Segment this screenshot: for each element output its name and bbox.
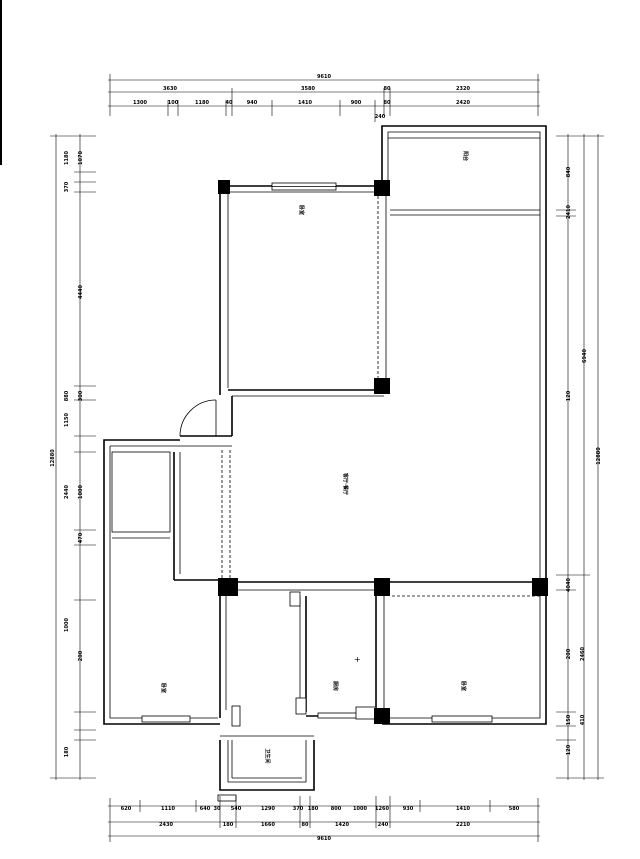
dim-left-2: 370 xyxy=(64,181,70,192)
plus-marker-icon: + xyxy=(354,655,361,664)
columns xyxy=(218,180,548,724)
dim-bot-r1-11: 930 xyxy=(403,806,414,812)
room-labels: 阳台 卧室 客厅·餐厅 卧室 卫生间 厨房 卧室 xyxy=(160,151,469,764)
dim-right-5: 2460 xyxy=(580,647,586,661)
dim-top-r3-5: 1410 xyxy=(298,100,312,106)
dim-bot-r1-8: 800 xyxy=(331,806,342,812)
dim-top-r3-8: 2420 xyxy=(456,100,470,106)
dim-left-9: 470 xyxy=(78,532,84,543)
left-dimensions: 1070 1180 370 4440 880 300 1150 1000 244… xyxy=(50,134,96,780)
room-bedroom-top: 卧室 xyxy=(298,205,305,215)
dim-left-10: 1000 xyxy=(64,618,70,632)
dim-left-4: 880 xyxy=(64,390,70,401)
dim-left-8: 2440 xyxy=(64,485,70,499)
dim-top-a: 3630 xyxy=(163,86,177,92)
dim-right-mid: 6940 xyxy=(582,349,588,363)
dim-left-3: 4440 xyxy=(78,285,84,299)
dim-bot-r1-3: 30 xyxy=(214,806,221,812)
dim-bot-r2-0: 2430 xyxy=(159,822,173,828)
dim-right-1: 2410 xyxy=(566,205,572,219)
dim-right-total: 12880 xyxy=(596,447,602,465)
dim-bot-total: 9610 xyxy=(317,836,331,842)
dim-left-0: 1070 xyxy=(78,151,84,165)
room-bedroom-bottom-left: 卧室 xyxy=(160,683,167,693)
dim-left-11: 200 xyxy=(78,650,84,661)
dim-bot-r1-13: 580 xyxy=(509,806,520,812)
dim-left-5: 300 xyxy=(78,390,84,401)
dim-bot-r1-12: 1410 xyxy=(456,806,470,812)
dim-bot-r1-4: 540 xyxy=(231,806,242,812)
dim-bot-r1-10: 1260 xyxy=(375,806,389,812)
dim-top-r3-4: 940 xyxy=(247,100,258,106)
dim-top-r3-0: 1300 xyxy=(133,100,147,106)
dim-left-total: 12880 xyxy=(50,449,56,467)
room-balcony: 阳台 xyxy=(462,151,469,161)
dim-top-r3-6: 900 xyxy=(351,100,362,106)
dim-right-7: 410 xyxy=(580,714,586,725)
dim-top-b: 3580 xyxy=(301,86,315,92)
room-bedroom-bottom-right: 卧室 xyxy=(460,681,467,691)
dim-bot-r1-7: 180 xyxy=(308,806,319,812)
dim-left-12: 180 xyxy=(64,746,70,757)
room-bath: 卫生间 xyxy=(264,748,271,763)
dim-right-2: 120 xyxy=(566,390,572,401)
dim-bot-r1-1: 1110 xyxy=(161,806,175,812)
dim-top-d: 2320 xyxy=(456,86,470,92)
dim-bot-r2-2: 1660 xyxy=(261,822,275,828)
dim-bot-r2-1: 180 xyxy=(223,822,234,828)
dim-right-4: 200 xyxy=(566,648,572,659)
dim-top-r3-3: 40 xyxy=(226,100,233,106)
room-living-dining: 客厅·餐厅 xyxy=(342,472,349,495)
right-dimensions: 840 2410 120 4040 200 2460 150 410 120 6… xyxy=(556,134,604,780)
dim-bot-r1-2: 640 xyxy=(200,806,211,812)
dim-bot-r2-5: 240 xyxy=(378,822,389,828)
dim-top-small: 240 xyxy=(375,114,386,120)
dim-bot-r2-3: 80 xyxy=(302,822,309,828)
walls xyxy=(103,125,547,791)
dim-bot-r1-6: 370 xyxy=(293,806,304,812)
dim-left-1: 1180 xyxy=(64,151,70,165)
dim-top-r3-7: 80 xyxy=(384,100,391,106)
dim-bot-r1-0: 620 xyxy=(121,806,132,812)
dim-bot-r1-5: 1290 xyxy=(261,806,275,812)
dim-right-3: 4040 xyxy=(566,578,572,592)
top-dimensions: 9610 3630 3580 80 2320 1300 100 1180 40 … xyxy=(108,74,540,122)
dim-top-total: 9610 xyxy=(317,74,331,80)
dim-left-7: 1000 xyxy=(78,485,84,499)
dim-bot-r2-4: 1420 xyxy=(335,822,349,828)
bottom-dimensions: 620 1110 640 30 540 1290 370 180 800 100… xyxy=(108,794,540,842)
dim-top-c: 80 xyxy=(384,86,391,92)
dim-top-r3-1: 100 xyxy=(168,100,179,106)
dim-top-r3-2: 1180 xyxy=(195,100,209,106)
dim-right-0: 840 xyxy=(566,166,572,177)
dim-bot-r2-6: 2210 xyxy=(456,822,470,828)
dim-right-8: 120 xyxy=(566,744,572,755)
dim-right-6: 150 xyxy=(566,714,572,725)
dim-bot-r1-9: 1000 xyxy=(353,806,367,812)
room-kitchen: 厨房 xyxy=(332,681,339,691)
dim-left-6: 1150 xyxy=(64,413,70,427)
